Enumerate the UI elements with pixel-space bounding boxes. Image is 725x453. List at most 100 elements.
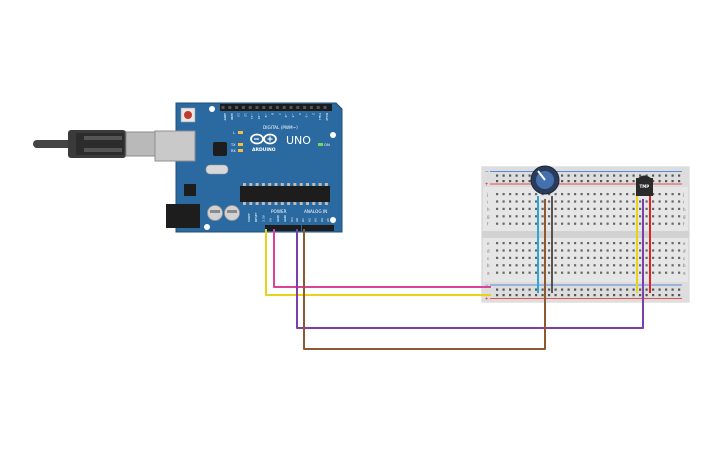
terminal-hole[interactable] bbox=[535, 215, 538, 218]
terminal-hole[interactable] bbox=[632, 264, 635, 267]
rail-hole[interactable] bbox=[574, 294, 577, 297]
terminal-hole[interactable] bbox=[606, 215, 609, 218]
terminal-hole[interactable] bbox=[678, 242, 681, 245]
terminal-hole[interactable] bbox=[678, 200, 681, 203]
terminal-hole[interactable] bbox=[619, 264, 622, 267]
terminal-hole[interactable] bbox=[645, 242, 648, 245]
terminal-hole[interactable] bbox=[587, 222, 590, 225]
rail-hole[interactable] bbox=[658, 294, 661, 297]
terminal-hole[interactable] bbox=[554, 242, 557, 245]
terminal-hole[interactable] bbox=[567, 264, 570, 267]
terminal-hole[interactable] bbox=[509, 271, 512, 274]
terminal-hole[interactable] bbox=[632, 271, 635, 274]
terminal-hole[interactable] bbox=[561, 249, 564, 252]
terminal-hole[interactable] bbox=[541, 249, 544, 252]
terminal-hole[interactable] bbox=[548, 249, 551, 252]
terminal-hole[interactable] bbox=[509, 256, 512, 259]
terminal-hole[interactable] bbox=[613, 215, 616, 218]
terminal-hole[interactable] bbox=[522, 193, 525, 196]
terminal-hole[interactable] bbox=[593, 249, 596, 252]
rail-hole[interactable] bbox=[645, 288, 648, 291]
rail-hole[interactable] bbox=[632, 288, 635, 291]
rail-hole[interactable] bbox=[567, 294, 570, 297]
terminal-hole[interactable] bbox=[645, 222, 648, 225]
rail-hole[interactable] bbox=[522, 180, 525, 183]
terminal-hole[interactable] bbox=[587, 200, 590, 203]
terminal-hole[interactable] bbox=[652, 264, 655, 267]
terminal-hole[interactable] bbox=[587, 193, 590, 196]
terminal-hole[interactable] bbox=[613, 207, 616, 210]
terminal-hole[interactable] bbox=[554, 193, 557, 196]
terminal-hole[interactable] bbox=[535, 256, 538, 259]
terminal-hole[interactable] bbox=[496, 215, 499, 218]
terminal-hole[interactable] bbox=[587, 256, 590, 259]
terminal-hole[interactable] bbox=[606, 264, 609, 267]
terminal-hole[interactable] bbox=[509, 207, 512, 210]
terminal-hole[interactable] bbox=[580, 264, 583, 267]
rail-hole[interactable] bbox=[632, 294, 635, 297]
terminal-hole[interactable] bbox=[593, 200, 596, 203]
terminal-hole[interactable] bbox=[515, 249, 518, 252]
terminal-hole[interactable] bbox=[626, 222, 629, 225]
rail-hole[interactable] bbox=[671, 294, 674, 297]
rail-hole[interactable] bbox=[639, 294, 642, 297]
terminal-hole[interactable] bbox=[593, 207, 596, 210]
terminal-hole[interactable] bbox=[613, 249, 616, 252]
terminal-hole[interactable] bbox=[626, 256, 629, 259]
rail-hole[interactable] bbox=[619, 174, 622, 177]
rail-hole[interactable] bbox=[606, 180, 609, 183]
terminal-hole[interactable] bbox=[515, 193, 518, 196]
rail-hole[interactable] bbox=[652, 180, 655, 183]
digital-pin[interactable] bbox=[275, 106, 279, 109]
rail-hole[interactable] bbox=[665, 288, 668, 291]
potentiometer[interactable] bbox=[530, 165, 560, 195]
terminal-hole[interactable] bbox=[567, 207, 570, 210]
rail-hole[interactable] bbox=[509, 180, 512, 183]
terminal-hole[interactable] bbox=[515, 264, 518, 267]
terminal-hole[interactable] bbox=[619, 207, 622, 210]
terminal-hole[interactable] bbox=[561, 222, 564, 225]
terminal-hole[interactable] bbox=[587, 215, 590, 218]
terminal-hole[interactable] bbox=[600, 271, 603, 274]
terminal-hole[interactable] bbox=[528, 242, 531, 245]
terminal-hole[interactable] bbox=[554, 200, 557, 203]
rail-hole[interactable] bbox=[587, 288, 590, 291]
rail-hole[interactable] bbox=[567, 180, 570, 183]
terminal-hole[interactable] bbox=[522, 271, 525, 274]
terminal-hole[interactable] bbox=[567, 222, 570, 225]
digital-pin[interactable] bbox=[262, 106, 266, 109]
terminal-hole[interactable] bbox=[645, 271, 648, 274]
rail-hole[interactable] bbox=[671, 180, 674, 183]
rail-hole[interactable] bbox=[600, 288, 603, 291]
rail-hole[interactable] bbox=[561, 174, 564, 177]
rail-hole[interactable] bbox=[528, 174, 531, 177]
terminal-hole[interactable] bbox=[665, 215, 668, 218]
terminal-hole[interactable] bbox=[626, 249, 629, 252]
terminal-hole[interactable] bbox=[600, 207, 603, 210]
terminal-hole[interactable] bbox=[580, 242, 583, 245]
terminal-hole[interactable] bbox=[548, 215, 551, 218]
terminal-hole[interactable] bbox=[554, 215, 557, 218]
terminal-hole[interactable] bbox=[665, 242, 668, 245]
terminal-hole[interactable] bbox=[561, 271, 564, 274]
rail-hole[interactable] bbox=[509, 294, 512, 297]
rail-hole[interactable] bbox=[580, 288, 583, 291]
terminal-hole[interactable] bbox=[632, 256, 635, 259]
terminal-hole[interactable] bbox=[665, 200, 668, 203]
terminal-hole[interactable] bbox=[502, 222, 505, 225]
terminal-hole[interactable] bbox=[567, 256, 570, 259]
terminal-hole[interactable] bbox=[541, 215, 544, 218]
terminal-hole[interactable] bbox=[541, 271, 544, 274]
terminal-hole[interactable] bbox=[619, 222, 622, 225]
terminal-hole[interactable] bbox=[496, 242, 499, 245]
terminal-hole[interactable] bbox=[593, 222, 596, 225]
rail-hole[interactable] bbox=[587, 180, 590, 183]
terminal-hole[interactable] bbox=[515, 271, 518, 274]
terminal-hole[interactable] bbox=[502, 215, 505, 218]
terminal-hole[interactable] bbox=[509, 200, 512, 203]
digital-pin[interactable] bbox=[303, 106, 307, 109]
terminal-hole[interactable] bbox=[528, 249, 531, 252]
terminal-hole[interactable] bbox=[535, 193, 538, 196]
terminal-hole[interactable] bbox=[658, 193, 661, 196]
terminal-hole[interactable] bbox=[671, 193, 674, 196]
